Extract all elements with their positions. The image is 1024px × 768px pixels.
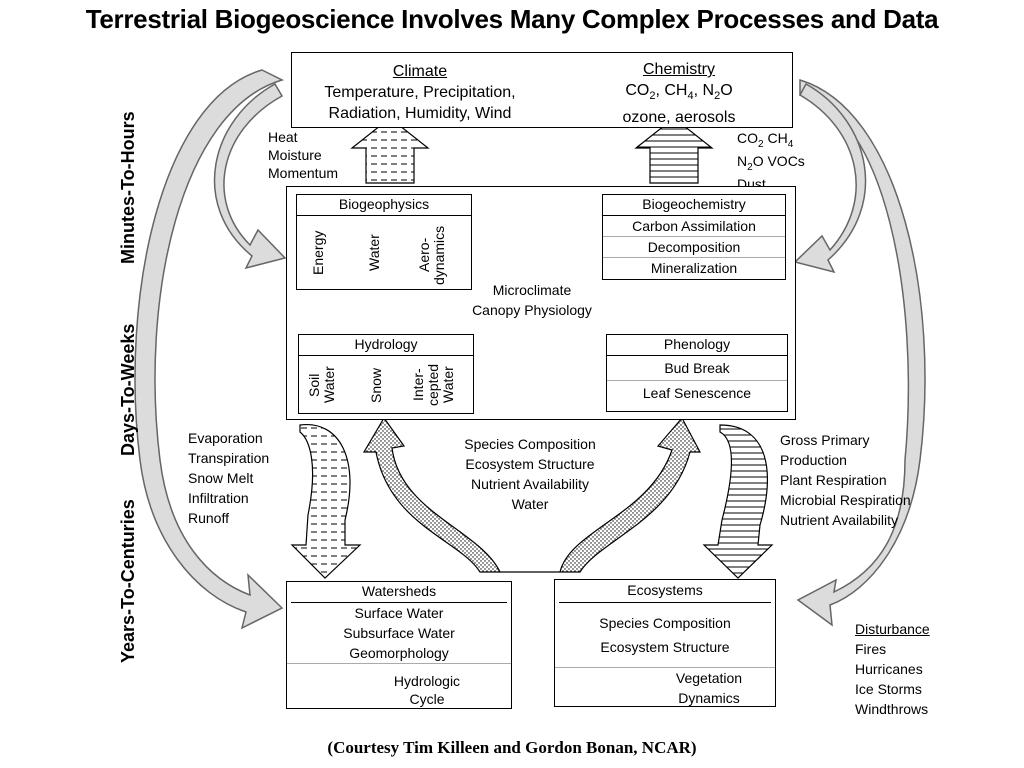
- chemistry-gases: CO2, CH4, N2O: [625, 82, 733, 103]
- flux-momentum: Momentum: [268, 165, 339, 181]
- flux-species-composition: Species Composition: [464, 436, 596, 452]
- watersheds-subsurface-water: Subsurface Water: [343, 625, 455, 641]
- carbon-flux-labels: Gross Primary Production Plant Respirati…: [780, 430, 911, 530]
- chemistry-block: Chemistry CO2, CH4, N2O ozone, aerosols: [584, 59, 774, 128]
- flux-moisture: Moisture: [268, 147, 322, 163]
- biogeophysics-energy: Energy: [310, 230, 326, 276]
- hydrology-intercepted-water: Inter- cepted Water: [410, 363, 456, 407]
- hydrology-down-arrow: [290, 424, 362, 579]
- timescale-years: Years-To-Centuries: [118, 499, 138, 663]
- flux-heat: Heat: [268, 129, 298, 145]
- watersheds-surface-water: Surface Water: [354, 605, 444, 621]
- flux-up-right-labels: CO2 CH4 N2O VOCs Dust: [737, 130, 805, 193]
- climate-block: Climate Temperature, Precipitation, Radi…: [300, 61, 540, 124]
- ecosystems-ecosystem-structure: Ecosystem Structure: [555, 635, 775, 668]
- flux-production: Production: [780, 452, 847, 468]
- disturbance-list: Disturbance Fires Hurricanes Ice Storms …: [855, 619, 930, 719]
- feedback-up-arrow: [362, 416, 701, 573]
- flux-water: Water: [511, 496, 549, 512]
- hydrology-heading: Hydrology: [299, 335, 473, 356]
- biogeophysics-box: Biogeophysics Energy Water Aero- dynamic…: [296, 194, 472, 290]
- disturbance-ice-storms: Ice Storms: [855, 681, 922, 697]
- vegetation-label: Vegetation: [675, 670, 743, 686]
- courtesy-credit: (Courtesy Tim Killeen and Gordon Bonan, …: [327, 738, 697, 757]
- chemistry-heading: Chemistry: [642, 61, 715, 78]
- hydrologic-label: Hydrologic: [393, 673, 461, 689]
- page-title: Terrestrial Biogeoscience Involves Many …: [85, 4, 939, 34]
- flux-snow-melt: Snow Melt: [188, 470, 254, 486]
- flux-infiltration: Infiltration: [188, 490, 249, 506]
- right-outer-curved-arrow: [796, 78, 926, 627]
- ecosystems-box: Ecosystems Species Composition Ecosystem…: [554, 579, 776, 707]
- hydrology-flux-labels: Evaporation Transpiration Snow Melt Infi…: [188, 428, 269, 528]
- watersheds-box: Watersheds Surface Water Subsurface Wate…: [286, 581, 512, 709]
- flux-runoff: Runoff: [188, 510, 229, 526]
- biogeochemistry-heading: Biogeochemistry: [603, 195, 785, 216]
- hydrology-box: Hydrology Soil Water Snow Inter- cepted …: [298, 334, 474, 414]
- flux-evaporation: Evaporation: [188, 430, 263, 446]
- flux-up-left-labels: Heat Moisture Momentum: [268, 128, 338, 182]
- watersheds-heading: Watersheds: [291, 582, 507, 603]
- disturbance-heading: Disturbance: [855, 621, 930, 637]
- heat-flux-up-arrow: [350, 117, 430, 184]
- flux-microbial-respiration: Microbial Respiration: [780, 492, 911, 508]
- flux-n2o-vocs: N2O VOCs: [737, 152, 805, 173]
- biogeophysics-heading: Biogeophysics: [297, 195, 471, 216]
- disturbance-hurricanes: Hurricanes: [855, 661, 923, 677]
- cycle-label: Cycle: [409, 691, 445, 707]
- flux-nutrient-availability-right: Nutrient Availability: [780, 512, 899, 528]
- flux-plant-respiration: Plant Respiration: [780, 472, 887, 488]
- biogeochemistry-carbon: Carbon Assimilation: [632, 218, 756, 234]
- biogeophysics-water: Water: [366, 234, 382, 272]
- gas-flux-up-arrow: [634, 117, 714, 184]
- atmosphere-box: Climate Temperature, Precipitation, Radi…: [291, 52, 793, 128]
- biogeochemistry-mineralization: Mineralization: [603, 257, 785, 278]
- disturbance-windthrows: Windthrows: [855, 701, 929, 717]
- disturbance-fires: Fires: [855, 641, 887, 657]
- right-inner-curved-arrow: [793, 82, 867, 274]
- timescale-days: Days-To-Weeks: [118, 323, 138, 457]
- left-outer-curved-arrow: [134, 69, 285, 630]
- flux-transpiration: Transpiration: [188, 450, 270, 466]
- dynamics-label: Dynamics: [678, 690, 740, 706]
- biogeochemistry-box: Biogeochemistry Carbon Assimilation Deco…: [602, 194, 786, 280]
- biogeochemistry-decomposition: Decomposition: [603, 236, 785, 257]
- hydrology-snow: Snow: [368, 367, 384, 403]
- timescale-minutes: Minutes-To-Hours: [118, 111, 138, 265]
- watersheds-geomorphology: Geomorphology: [287, 643, 511, 664]
- phenology-heading: Phenology: [607, 335, 787, 356]
- phenology-bud-break: Bud Break: [664, 360, 730, 376]
- hydrology-soil-water: Soil Water: [306, 366, 337, 404]
- biogeophysics-aerodynamics: Aero- dynamics: [416, 225, 447, 285]
- chemistry-line-2: ozone, aerosols: [622, 109, 736, 127]
- phenology-box: Phenology Bud Break Leaf Senescence: [606, 334, 788, 412]
- phenology-leaf-senescence: Leaf Senescence: [607, 380, 787, 405]
- climate-heading: Climate: [392, 63, 448, 80]
- flux-ecosystem-structure: Ecosystem Structure: [465, 456, 595, 472]
- left-inner-curved-arrow: [213, 82, 287, 270]
- flux-nutrient-availability: Nutrient Availability: [470, 476, 590, 492]
- microclimate-line-2: Canopy Physiology: [472, 302, 592, 318]
- microclimate-line-1: Microclimate: [492, 282, 572, 298]
- ecosystems-cycle-label: Vegetation Dynamics: [651, 668, 767, 708]
- ecosystems-species-composition: Species Composition: [599, 615, 731, 631]
- watersheds-cycle-label: Hydrologic Cycle: [375, 672, 479, 708]
- climate-line-2: Radiation, Humidity, Wind: [328, 105, 512, 122]
- flux-gross-primary: Gross Primary: [780, 432, 870, 448]
- climate-line-1: Temperature, Precipitation,: [324, 84, 516, 101]
- flux-co2-ch4: CO2 CH4: [737, 130, 794, 150]
- feedback-flux-labels: Species Composition Ecosystem Structure …: [430, 434, 630, 514]
- ecosystems-heading: Ecosystems: [559, 580, 771, 603]
- microclimate-label: Microclimate Canopy Physiology: [452, 280, 612, 320]
- carbon-down-arrow: [702, 424, 774, 579]
